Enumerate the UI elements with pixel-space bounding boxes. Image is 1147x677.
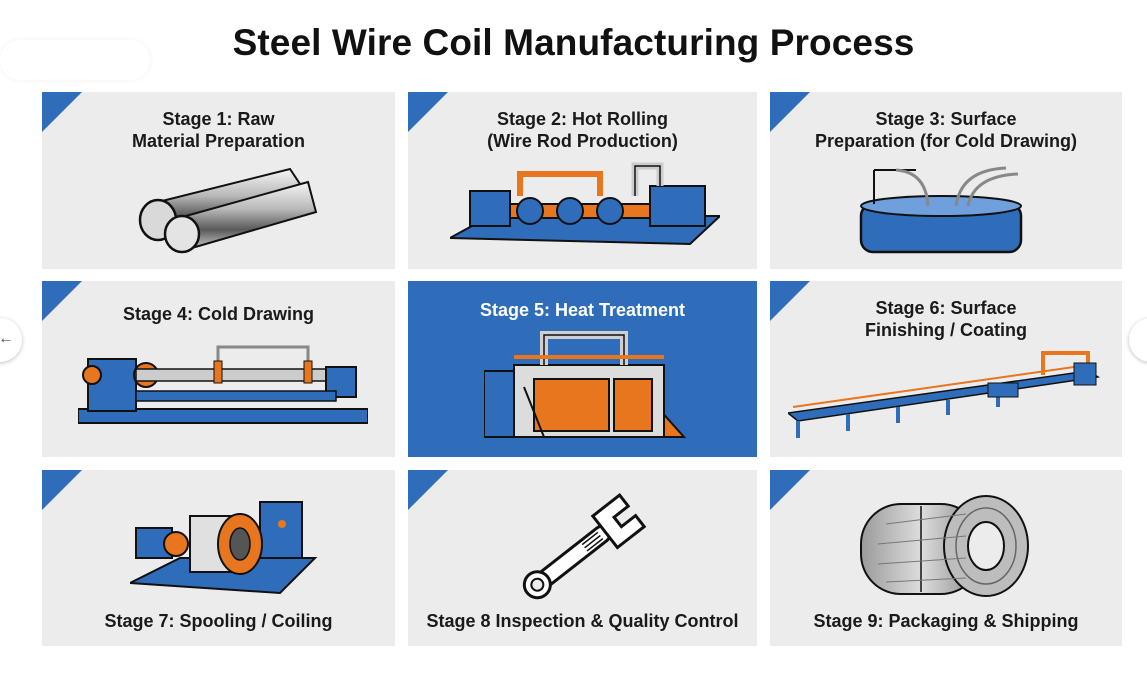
previous-button[interactable]: ← [0,318,22,362]
pickling-tank-icon [859,166,1023,254]
stage-card-6: Stage 6: Surface Finishing / Coating [770,281,1122,457]
wrench-icon [522,492,647,600]
stage-label-line2: (Wire Rod Production) [487,131,678,151]
stage-label: Stage 1: Raw Material Preparation [42,108,395,152]
corner-flag [770,92,810,132]
stage-card-7: Stage 7: Spooling / Coiling [42,470,395,646]
stage-card-5: Stage 5: Heat Treatment [408,281,757,457]
stage-label-line1: Stage 4: Cold Drawing [122,304,315,324]
corner-flag [408,92,448,132]
next-button[interactable] [1129,318,1147,362]
stage-label-line2: Material Preparation [131,131,306,151]
stage-card-2: Stage 2: Hot Rolling (Wire Rod Productio… [408,92,757,269]
stage-label: Stage 4: Cold Drawing [42,303,395,325]
corner-flag [770,281,810,321]
stage-card-3: Stage 3: Surface Preparation (for Cold D… [770,92,1122,269]
stage-label-line2: Preparation (for Cold Drawing) [814,131,1077,151]
corner-flag [42,470,82,510]
stage-card-1: Stage 1: Raw Material Preparation [42,92,395,269]
stage-label: Stage 9: Packaging & Shipping [770,610,1122,632]
stage-label: Stage 8 Inspection & Quality Control [408,610,757,632]
stage-label: Stage 2: Hot Rolling (Wire Rod Productio… [408,108,757,152]
stage-card-4: Stage 4: Cold Drawing [42,281,395,457]
drawing-machine-icon [78,345,368,424]
corner-flag [42,281,82,321]
stage-label-line1: Stage 2: Hot Rolling [497,109,668,129]
wire-coil-icon [860,495,1029,597]
stage-label-line1: Stage 1: Raw [162,109,275,129]
rolling-mill-icon [450,162,720,246]
stage-card-9: Stage 9: Packaging & Shipping [770,470,1122,646]
stage-label: Stage 7: Spooling / Coiling [42,610,395,632]
corner-flag [42,92,82,132]
stage-label-line1: Stage 6: Surface [875,298,1017,318]
stage-label-line1: Stage 8 Inspection & Quality Control [426,611,739,631]
stage-label-line1: Stage 7: Spooling / Coiling [104,611,333,631]
stage-label-line2: Finishing / Coating [865,320,1027,340]
stage-label: Stage 3: Surface Preparation (for Cold D… [770,108,1122,152]
stage-label: Stage 6: Surface Finishing / Coating [770,297,1122,341]
corner-flag [408,470,448,510]
steel-bars-icon [138,167,318,254]
stage-card-8: Stage 8 Inspection & Quality Control [408,470,757,646]
stage-label-line1: Stage 9: Packaging & Shipping [813,611,1079,631]
top-overlay-pill [0,40,150,80]
furnace-icon [484,331,687,438]
corner-flag [770,470,810,510]
page-title: Steel Wire Coil Manufacturing Process [232,22,915,63]
arrow-left-icon: ← [0,330,14,347]
stage-label: Stage 5: Heat Treatment [408,299,757,321]
stage-grid: Stage 1: Raw Material Preparation Stage … [42,92,1122,646]
coating-line-icon [788,351,1101,438]
spooling-machine-icon [130,501,318,595]
stage-label-line1: Stage 5: Heat Treatment [479,300,686,320]
stage-label-line1: Stage 3: Surface [875,109,1017,129]
